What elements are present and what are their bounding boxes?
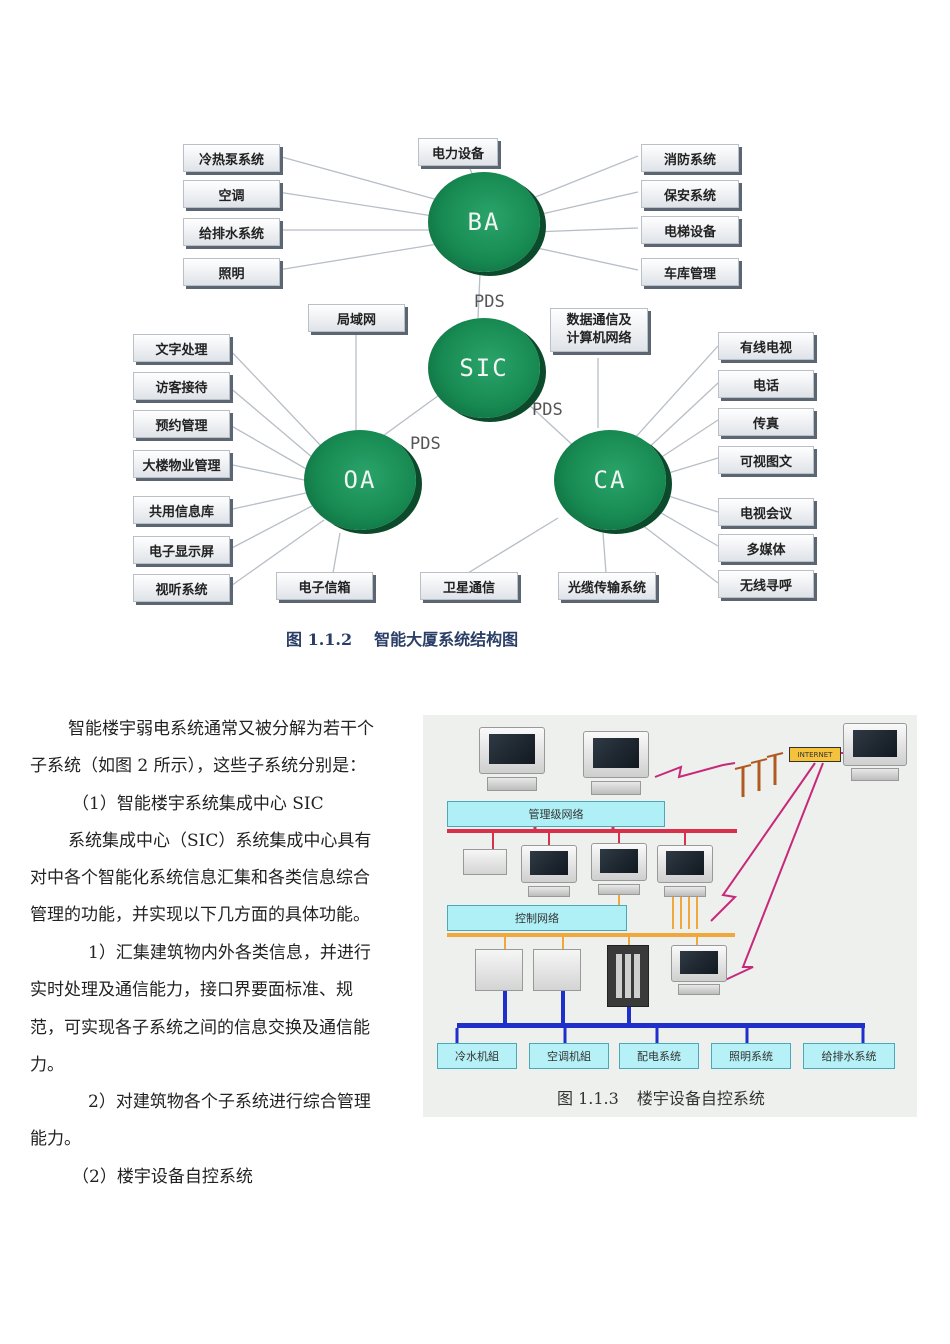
oa-bottom-item: 电子信箱 [276,572,373,600]
figure-building-system-structure: 冷热泵系统 空调 给排水系统 照明 电力设备 消防系统 保安系统 电梯设备 车库… [128,128,828,658]
remote-workstation [843,723,907,781]
node-ba: BA [428,172,540,272]
node-oa: OA [304,430,416,530]
ca-item-5: 电视会议 [718,498,814,526]
ca-item-7: 无线寻呼 [718,570,814,598]
node-sic: SIC [428,318,540,418]
figure1-caption: 图 1.1.2 智能大厦系统结构图 [286,626,540,650]
ca-item-3: 传真 [718,408,814,436]
figure1-caption-num: 图 1.1.2 [286,630,353,649]
node-ca: CA [554,430,666,530]
subsystem-chiller: 冷水机組 [437,1043,517,1069]
subsystem-ahu: 空调机組 [529,1043,609,1069]
network-lines [447,752,865,1043]
workstation-3 [521,845,577,897]
ba-item-7: 电梯设备 [641,216,739,244]
ba-item-3: 给排水系统 [183,218,280,246]
para-1-line2: 子系统（如图 2 所示），这些子系统分别是： [30,756,367,776]
ca-item-4: 可视图文 [718,446,814,474]
figure2-caption-title: 楼宇设备自控系统 [636,1089,765,1108]
workstation-4 [591,843,647,895]
subsystem-water: 给排水系统 [803,1043,895,1069]
item-2-line1: 2）对建筑物各个子系统进行综合管理 [88,1092,371,1112]
para-2-line1: 系统集成中心（SIC）系统集成中心具有 [68,831,372,851]
para-2-line2: 对中各个智能化系统信息汇集和各类信息综合 [30,868,370,888]
ca-item-2: 电话 [718,370,814,398]
workstation-6 [671,945,727,995]
heading-bas: （2）楼宇设备自控系统 [72,1167,253,1187]
heading-sic: （1）智能楼宇系统集成中心 SIC [72,794,324,814]
control-cabinet [607,945,649,1007]
ca-bottom-item-2: 光缆传输系统 [558,572,656,600]
ca-item-1: 有线电视 [718,332,814,360]
ca-item-6: 多媒体 [718,534,814,562]
oa-item-5: 共用信息库 [133,496,230,524]
pds-label-right: PDS [532,400,563,420]
subsystem-lighting: 照明系统 [711,1043,791,1069]
oa-item-6: 电子显示屏 [133,536,230,564]
ca-top-line2: 计算机网络 [566,331,632,346]
ba-item-8: 车库管理 [641,258,739,286]
figure2-caption-num: 图 1.1.3 [557,1089,619,1108]
oa-item-2: 访客接待 [133,372,230,400]
oa-item-4: 大楼物业管理 [133,450,230,478]
figure-building-automation: INTERNET 管理级网络 控制网络 冷水机組 空调机組 配电系统 照明系统 … [423,715,917,1117]
item-1-line3: 范，可实现各子系统之间的信息交换及通信能 [30,1018,370,1038]
ba-item-2: 空调 [183,180,280,208]
item-1-line2: 实时处理及通信能力，接口界要面标准、规 [30,980,353,1000]
management-network: 管理级网络 [447,801,665,827]
printer [463,849,507,875]
figure2-caption: 图 1.1.3 楼宇设备自控系统 [557,1085,783,1109]
subsystem-power: 配电系统 [619,1043,699,1069]
item-1-line1: 1）汇集建筑物内外各类信息，并进行 [88,943,371,963]
figure1-caption-title: 智能大厦系统结构图 [374,630,519,649]
controller-1 [475,949,523,991]
ba-item-5: 消防系统 [641,144,739,172]
item-1-line4: 力。 [30,1055,64,1075]
oa-item-3: 预约管理 [133,410,230,438]
para-2-line3: 管理的功能，并实现以下几方面的具体功能。 [30,905,370,925]
workstation-5 [657,845,713,897]
para-1-line1: 智能楼宇弱电系统通常又被分解为若干个 [68,719,374,739]
control-network: 控制网络 [447,905,627,931]
controller-2 [533,949,581,991]
ba-top-item: 电力设备 [418,138,498,166]
workstation-1 [479,727,545,791]
oa-item-1: 文字处理 [133,334,230,362]
ba-item-6: 保安系统 [641,180,739,208]
ba-item-4: 照明 [183,258,280,286]
item-2-line2: 能力。 [30,1129,81,1149]
internet-gateway: INTERNET [789,747,841,762]
oa-top-item: 局域网 [308,304,405,332]
ca-top-line1: 数据通信及 [566,313,632,328]
ba-item-1: 冷热泵系统 [183,144,280,172]
oa-item-7: 视听系统 [133,574,230,602]
workstation-2 [583,731,649,795]
ca-top-item: 数据通信及计算机网络 [550,308,648,352]
pds-label-top: PDS [474,292,505,312]
pds-label-left: PDS [410,434,441,454]
ca-bottom-item-1: 卫星通信 [420,572,518,600]
